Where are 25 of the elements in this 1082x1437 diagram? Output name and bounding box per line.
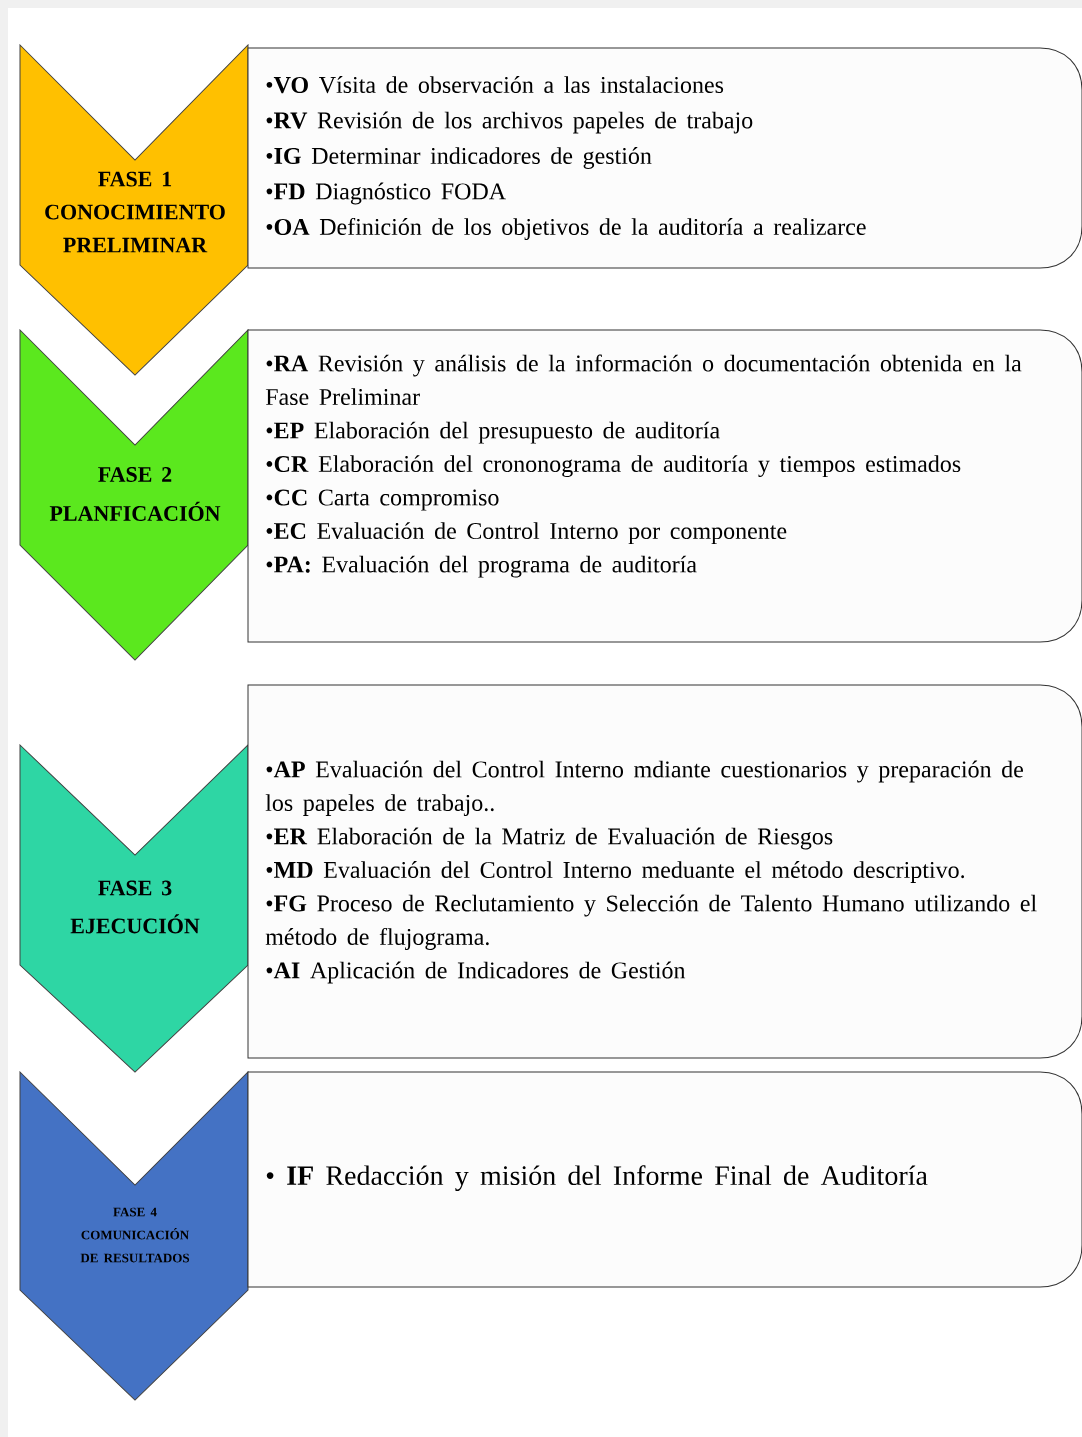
phase-banner: FASE 2 PLANFICACIÓN [19,329,249,661]
bullet-item: •VO Vísita de observación a las instalaciones [266,76,724,94]
bullet-item: •PA: Evaluación del programa de auditoría [266,555,697,578]
bullet-item: •MD Evaluación del Control Interno meduante el método descriptivo. [266,861,965,883]
text-panel [247,47,1082,269]
bullet-item: •CC Carta compromiso [266,489,499,511]
bullet-item: •FD Diagnóstico FODA [266,182,506,205]
bullet-item: •EC Evaluación de Control Interno por componente [266,522,787,544]
bullet-item: •OA Definición de los objetivos de la auditoría a realizarce [266,217,866,240]
text-panel [247,684,1082,1059]
bullet-item: •CR Elaboración del crononograma de auditoría y tiempos estimados [266,455,961,478]
phase-banner: FASE 4 COMUNICACIÓN DE RESULTADOS [19,1071,249,1401]
bullet-item: •ER Elaboración de la Matriz de Evaluación de Riesgos [266,827,833,850]
bullet-item: •AI Aplicación de Indicadores de Gestión [266,961,686,984]
text-panel [247,329,1082,643]
bullet-item: •RV Revisión de los archivos papeles de trabajo [266,111,753,134]
bullet-item: •AP Evaluación del Control Interno mdiante cuestionarios y preparación de los papeles de trabajo.. [265,760,1023,816]
phase-banner: FASE 3 EJECUCIÓN [19,744,249,1073]
bullet-item: •FG Proceso de Reclutamiento y Selección de Talento Humano utilizando el método de flujograma. [265,894,1037,950]
bullet-item: •RA Revisión y análisis de la información o documentación obtenida en la Fase Preliminar [265,354,1022,406]
bullet-item: •IG Determinar indicadores de gestión [266,147,652,169]
text-panel [247,1071,1082,1288]
bullet-item: • IF Redacción y misión del Informe Final de Auditoría [266,1165,928,1191]
bullet-item: •EP Elaboración del presupuesto de auditoría [266,421,720,444]
phase-banner: FASE 1 CONOCIMIENTO PRELIMINAR [19,44,249,376]
